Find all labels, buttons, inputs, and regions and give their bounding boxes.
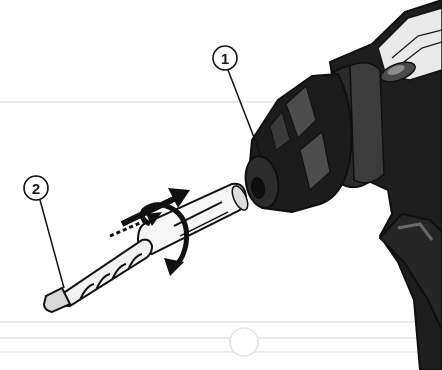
callout-1-leader: [228, 70, 262, 158]
callout-2: 2: [24, 176, 64, 288]
callout-2-number: 2: [32, 181, 40, 198]
bottom-center-mark: [230, 328, 258, 356]
callout-1-number: 1: [221, 51, 229, 68]
rotary-hammer-illustration: [242, 0, 442, 370]
bit-flute: [58, 240, 152, 306]
chuck-collar-ring-2: [350, 63, 384, 183]
callout-2-leader: [40, 200, 64, 288]
drill-bit: [44, 184, 251, 312]
